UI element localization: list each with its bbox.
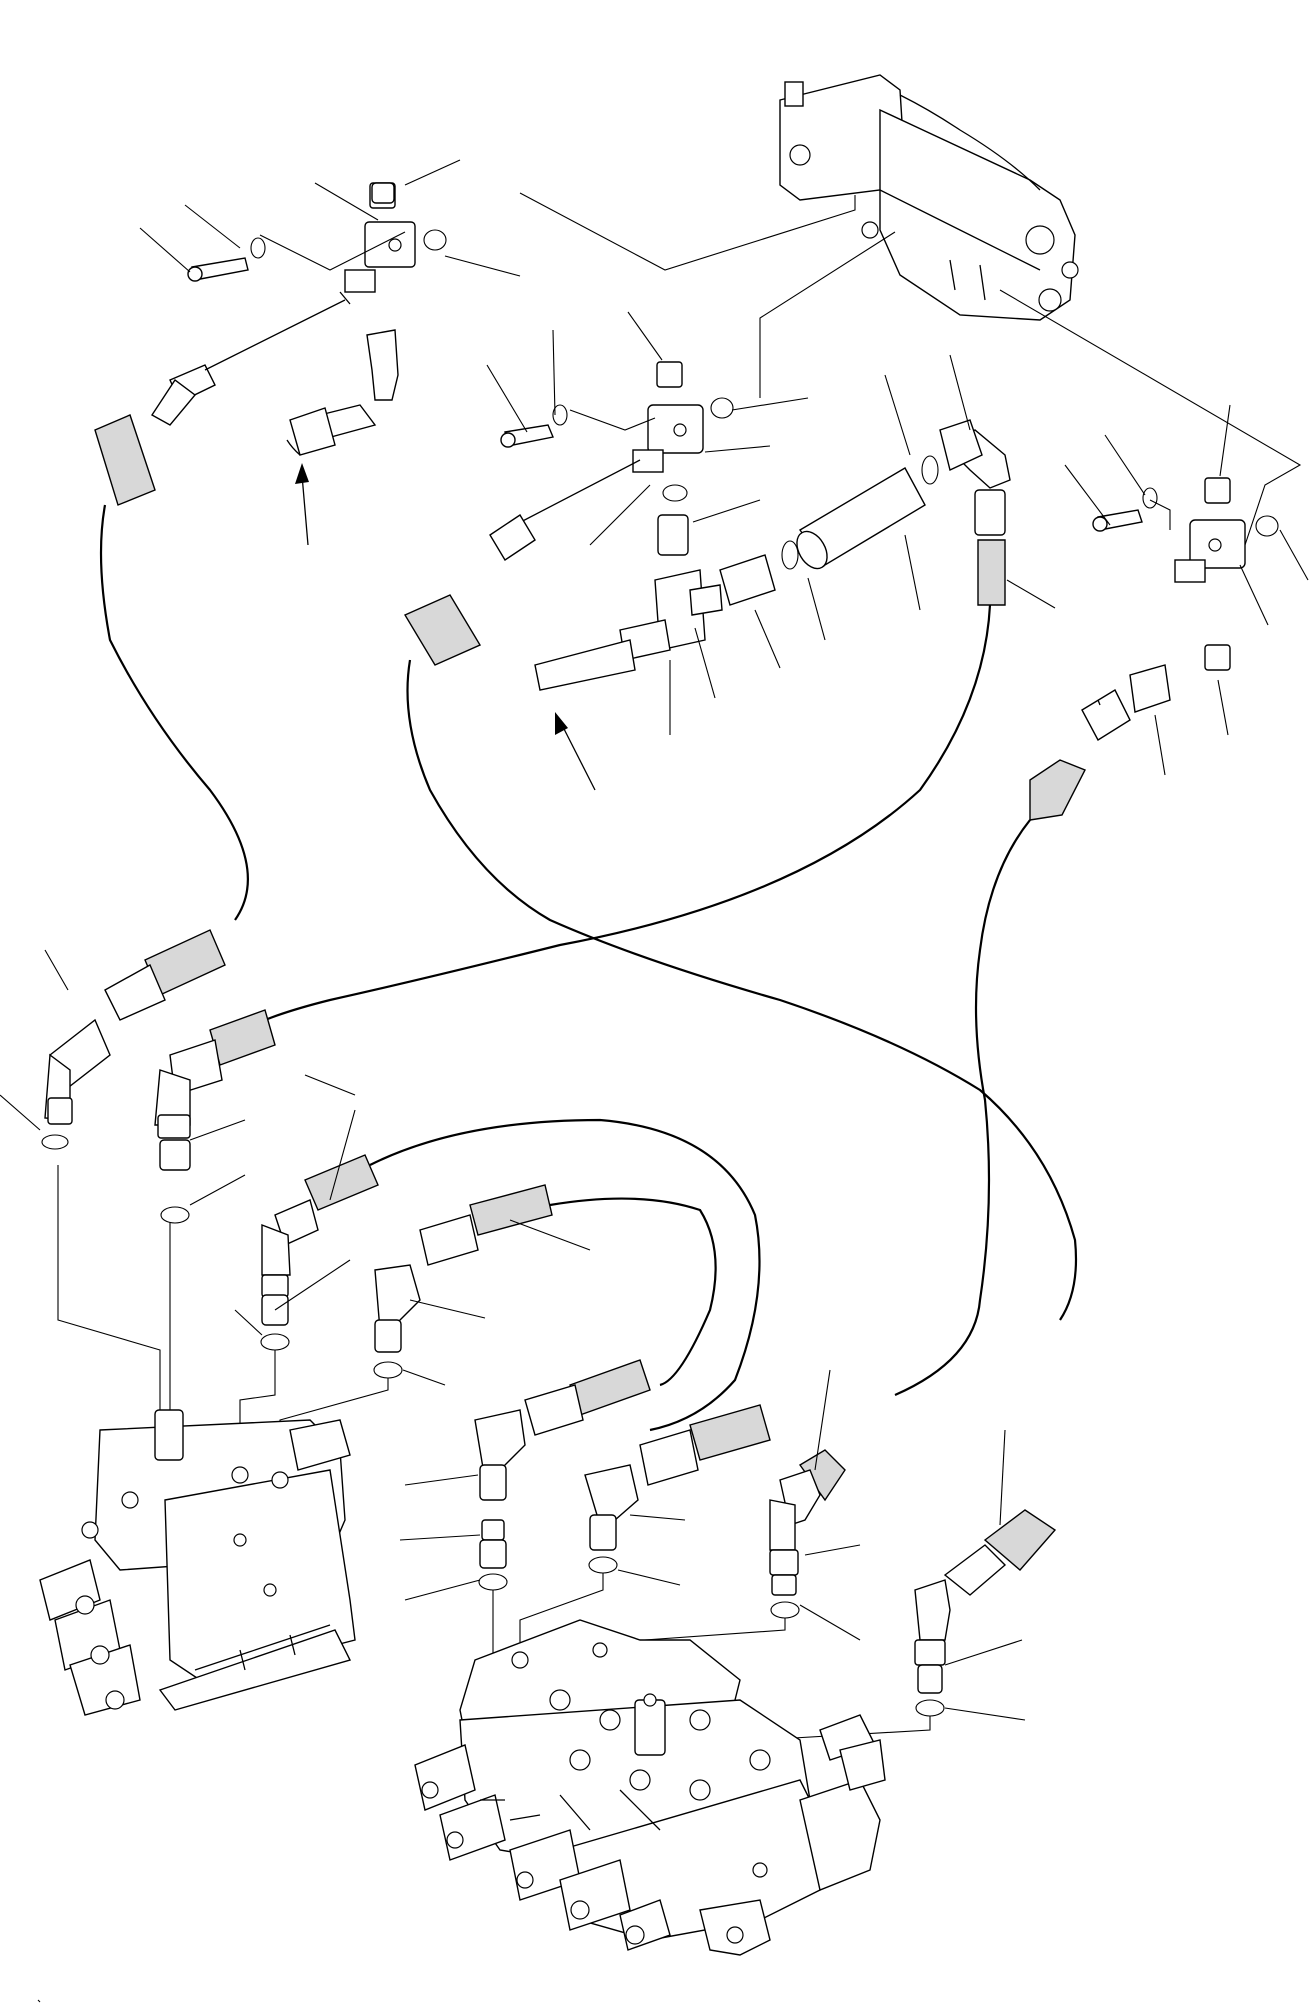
control-valve-left bbox=[39, 1409, 356, 1716]
leader-lines-lower-right-1 bbox=[399, 1474, 481, 1601]
hose-e bbox=[369, 1118, 761, 1432]
manifold-block-center bbox=[500, 361, 734, 556]
lower-left-fittings-2 bbox=[260, 1154, 379, 1351]
leader-lines-lower-left-2 bbox=[234, 1109, 356, 1336]
leader-lines-lower-left-1 bbox=[0, 949, 356, 1206]
flow-arrow-left bbox=[295, 463, 309, 546]
leader-lines-lower-right-3 bbox=[799, 1369, 861, 1641]
hose-d bbox=[894, 819, 1031, 1397]
leader-lines-center-block bbox=[486, 311, 809, 546]
leader-hose-d bbox=[1154, 714, 1166, 776]
lower-right-fittings-1 bbox=[474, 1359, 651, 1591]
hose-a-fittings bbox=[94, 299, 346, 506]
lower-right-fittings-4 bbox=[914, 1509, 1057, 1717]
hydraulic-pump bbox=[779, 74, 1079, 321]
hose-b bbox=[406, 659, 1078, 1321]
hose-a-lower-fittings bbox=[41, 929, 226, 1150]
plug-left bbox=[371, 182, 395, 204]
leader-lines-right-block bbox=[1064, 404, 1309, 736]
bolt-left bbox=[187, 237, 266, 282]
manifold-block-right bbox=[1092, 477, 1279, 671]
tee-fitting-center bbox=[619, 569, 723, 661]
hose-c bbox=[229, 604, 992, 1041]
leader-lines-lower-right-2 bbox=[617, 1514, 686, 1586]
leader-lines-lower-left-3 bbox=[402, 1219, 591, 1386]
lower-left-fittings-3 bbox=[373, 1184, 553, 1379]
o-ring-left bbox=[423, 229, 447, 251]
hose-b-fittings bbox=[403, 459, 641, 666]
pump-line-3 bbox=[999, 289, 1302, 546]
control-valve-right bbox=[414, 1619, 886, 1956]
inline-filter bbox=[719, 455, 939, 606]
lower-left-fittings-1 bbox=[154, 1009, 276, 1224]
elbow-fitting-left-top bbox=[286, 329, 399, 456]
corner-mark bbox=[37, 1999, 41, 2003]
leader-lines-lower-right-4 bbox=[944, 1429, 1026, 1721]
hose-a bbox=[99, 504, 249, 921]
hose-f bbox=[549, 1197, 717, 1387]
lower-right-fittings-2 bbox=[584, 1404, 771, 1574]
pump-line-2 bbox=[759, 231, 896, 398]
leader-lines-center-filter bbox=[669, 354, 1056, 735]
hose-d-fittings bbox=[1029, 664, 1171, 821]
pump-line-1 bbox=[519, 192, 856, 271]
lower-right-fittings-3 bbox=[769, 1449, 846, 1619]
elbow-fitting-center-right bbox=[939, 419, 1011, 606]
flow-arrow-center bbox=[534, 639, 636, 791]
leader-lines-left-block bbox=[139, 159, 521, 277]
